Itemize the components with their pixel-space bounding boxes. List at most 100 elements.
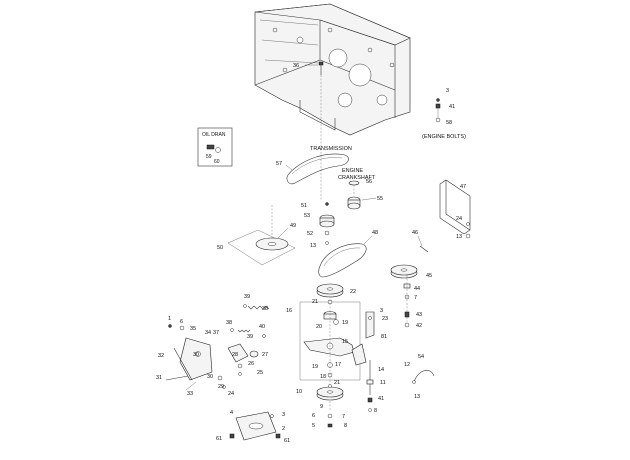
pump-belt-48: 48 (318, 230, 378, 278)
callout-56: 56 (366, 179, 372, 185)
callout-55: 55 (377, 196, 383, 202)
callout-10: 10 (296, 389, 302, 395)
callout-6-bottom: 6 (312, 413, 315, 419)
oil-drain-caption: OIL DRAN (202, 132, 226, 138)
callout-7-bottom: 7 (342, 414, 345, 420)
callout-9: 9 (320, 404, 323, 410)
callout-53: 53 (304, 213, 310, 219)
callout-3-bottom: 3 (282, 412, 285, 418)
callout-19-bottom: 19 (312, 364, 318, 370)
callout-81: 81 (381, 334, 387, 340)
callout-8-bottom: 8 (344, 423, 347, 429)
pulley-10: 10 21 9 7 6 5 8 (296, 380, 347, 429)
drive-pulley-49: 49 50 (217, 205, 296, 266)
spring-group-top: 39 38 (243, 294, 270, 312)
oil-drain-box: OIL DRAN 59 60 (197, 127, 233, 167)
callout-37: 37 (213, 330, 219, 336)
callout-13-clip: 13 (414, 394, 420, 400)
callout-30-top: 30 (193, 352, 199, 358)
callout-30-bottom: 30 (207, 374, 213, 380)
callout-42: 42 (416, 323, 422, 329)
callout-44: 44 (414, 286, 420, 292)
callout-17: 17 (335, 362, 341, 368)
engine-crankshaft-group: ENGINE CRANKSHAFT 56 55 (338, 168, 383, 210)
callout-38-top: 38 (262, 306, 268, 312)
engine-bolts-group: 3 41 58 (ENGINE BOLTS) (422, 88, 466, 140)
callout-27: 27 (262, 352, 268, 358)
bracket-47: 47 24 13 (439, 179, 471, 240)
callout-3-top: 3 (446, 88, 449, 94)
control-linkage: 1 6 35 34 37 38 40 39 28 27 26 25 32 30 … (156, 316, 268, 397)
callout-58-top: 58 (446, 120, 452, 126)
callout-45: 45 (426, 273, 432, 279)
clip-54: 54 12 13 (404, 354, 435, 400)
callout-48: 48 (372, 230, 378, 236)
callout-24-right: 24 (456, 216, 462, 222)
bottom-plate-4: 4 3 2 61 61 (216, 410, 290, 444)
callout-46: 46 (412, 230, 418, 236)
callout-47: 47 (460, 184, 466, 190)
callout-52: 52 (307, 231, 313, 237)
callout-51: 51 (301, 203, 307, 209)
pulley-45: 45 46 (390, 230, 432, 279)
engine-bolts-caption: (ENGINE BOLTS) (422, 134, 466, 140)
callout-29: 29 (218, 384, 224, 390)
chassis-frame (254, 3, 411, 136)
callout-28: 28 (232, 352, 238, 358)
callout-43: 43 (416, 312, 422, 318)
callout-61-right: 61 (284, 438, 290, 444)
callout-5: 5 (312, 423, 315, 429)
callout-24-left: 24 (228, 391, 234, 397)
callout-19-top: 19 (342, 320, 348, 326)
callout-61-left: 61 (216, 436, 222, 442)
callout-22: 22 (350, 289, 356, 295)
crankshaft-caption: CRANKSHAFT (338, 175, 376, 181)
callout-31: 31 (156, 375, 162, 381)
callout-38-mid: 38 (226, 320, 232, 326)
right-lower-linkage: 14 11 41 8 (366, 360, 386, 414)
center-pump-assembly-16: 16 21 20 19 15 19 17 18 (286, 296, 361, 410)
pulley-22: 22 (316, 283, 356, 298)
callout-1: 1 (168, 316, 171, 322)
callout-60: 60 (214, 159, 220, 165)
callout-11: 11 (380, 380, 386, 386)
engine-caption: ENGINE (342, 168, 363, 174)
callout-12: 12 (404, 362, 410, 368)
callout-20: 20 (316, 324, 322, 330)
callout-8-right: 8 (374, 408, 377, 414)
callout-49: 49 (290, 223, 296, 229)
callout-6: 6 (180, 319, 183, 325)
part-36-bolt: 36 (293, 61, 324, 75)
callout-15: 15 (342, 339, 348, 345)
callout-41-top: 41 (449, 104, 455, 110)
callout-26: 26 (248, 361, 254, 367)
callout-36: 36 (293, 63, 299, 69)
callout-3-mid: 3 (380, 308, 383, 314)
right-shaft-stack: 44 7 43 42 (403, 275, 422, 329)
callout-59: 59 (206, 154, 212, 160)
callout-34: 34 (205, 330, 211, 336)
callout-23: 23 (382, 316, 388, 322)
callout-57: 57 (276, 161, 282, 167)
callout-54: 54 (418, 354, 424, 360)
idler-pulley-group: 51 53 52 13 (301, 202, 335, 249)
callout-2: 2 (282, 426, 285, 432)
callout-39-mid: 39 (247, 334, 253, 340)
transmission-caption: TRANSMISSION (310, 146, 352, 152)
transmission-belt-57: TRANSMISSION 57 (276, 146, 352, 185)
callout-40: 40 (259, 324, 265, 330)
callout-41-bottom: 41 (378, 396, 384, 402)
callout-35: 35 (190, 326, 196, 332)
bracket-23-81: 3 23 81 (351, 308, 388, 366)
callout-14: 14 (378, 367, 384, 373)
callout-18: 18 (320, 374, 326, 380)
callout-39-top: 39 (244, 294, 250, 300)
callout-50: 50 (217, 245, 223, 251)
callout-25: 25 (257, 370, 263, 376)
callout-13-right: 13 (456, 234, 462, 240)
callout-33: 33 (187, 391, 193, 397)
callout-7-right: 7 (414, 295, 417, 301)
callout-16: 16 (286, 308, 292, 314)
callout-32: 32 (158, 353, 164, 359)
